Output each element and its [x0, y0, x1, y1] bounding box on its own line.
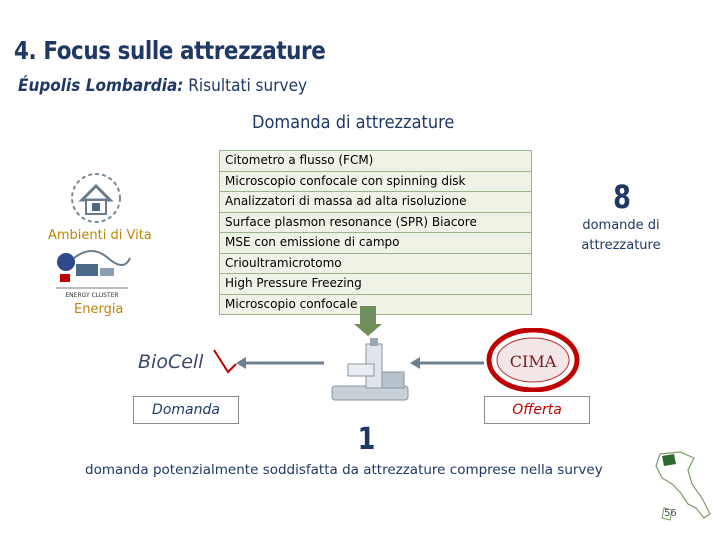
down-arrow-icon: [354, 306, 382, 336]
section-title: Domanda di attrezzature: [252, 112, 455, 133]
equipment-list: Citometro a flusso (FCM) Microscopio con…: [219, 150, 532, 315]
flow-arrows: [236, 357, 484, 369]
list-item: Analizzatori di massa ad alta risoluzion…: [220, 192, 531, 213]
list-item: Surface plasmon resonance (SPR) Biacore: [220, 213, 531, 233]
org-name: Éupolis Lombardia:: [18, 76, 184, 96]
list-item: Citometro a flusso (FCM): [220, 151, 531, 172]
subtitle-text: Risultati survey: [188, 76, 308, 96]
list-item: MSE con emissione di campo: [220, 233, 531, 254]
list-item: Crioultramicrotomo: [220, 254, 531, 274]
page-number: 56: [664, 508, 677, 519]
list-item: Microscopio confocale con spinning disk: [220, 172, 531, 192]
italy-map-icon: [655, 451, 711, 521]
list-item: Microscopio confocale: [225, 296, 358, 311]
slide-title: 4. Focus sulle attrezzature: [14, 36, 326, 65]
cima-logo-text: CIMA: [510, 352, 557, 371]
slide-subtitle: Éupolis Lombardia: Risultati survey: [18, 76, 307, 96]
demand-count-label: domande di attrezzature: [581, 218, 661, 253]
ambienti-di-vita-logo: [71, 173, 121, 223]
satisfied-text: domanda potenzialmente soddisfatta da at…: [85, 462, 603, 478]
cluster-label-ambienti: Ambienti di Vita: [48, 228, 152, 243]
satisfied-count: 1: [357, 422, 376, 457]
energy-cluster-logo: ENERGY CLUSTER: [56, 250, 131, 299]
demand-count: 8: [613, 178, 631, 216]
domanda-box: Domanda: [133, 396, 239, 424]
biocell-logo-text: BioCell: [138, 351, 204, 373]
energy-cluster-logo-text: ENERGY CLUSTER: [65, 292, 118, 299]
cluster-label-energia: Energia: [74, 302, 124, 317]
cima-logo: CIMA: [486, 328, 580, 392]
offerta-box: Offerta: [484, 396, 590, 424]
biocell-logo: BioCell: [138, 349, 237, 374]
microscope-image: [331, 338, 409, 401]
list-item: High Pressure Freezing: [220, 274, 531, 295]
